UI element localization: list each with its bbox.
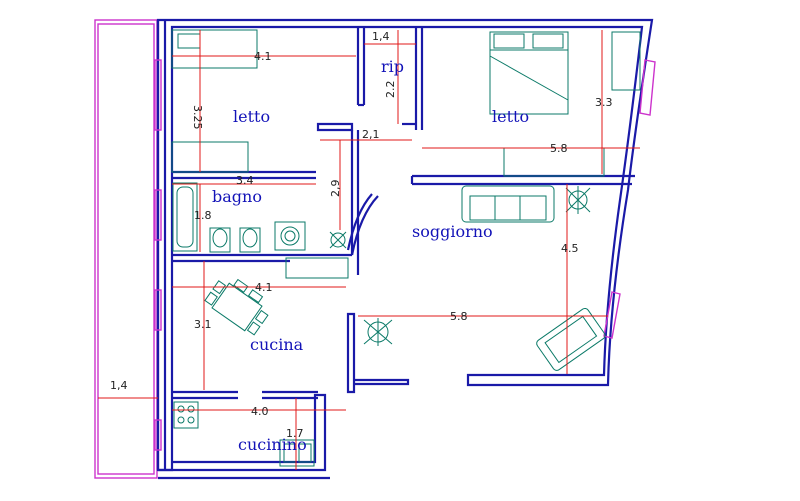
dim-label: 1.8 <box>194 209 212 222</box>
dim-label: 1,4 <box>110 379 128 392</box>
dim-label: 5.8 <box>550 142 568 155</box>
interior-walls <box>172 27 635 400</box>
bidet <box>209 227 231 253</box>
toilet <box>239 227 261 253</box>
room-label-letto-left: letto <box>233 107 270 126</box>
room-label-cucina: cucina <box>250 335 304 354</box>
sink <box>274 221 306 251</box>
plant-icon <box>363 318 393 346</box>
room-label-rip: rip <box>381 57 404 76</box>
bath-cabinet <box>285 257 349 279</box>
stove <box>173 401 199 429</box>
dim-label: 4.1 <box>254 50 272 63</box>
room-label-bagno: bagno <box>212 187 262 206</box>
dim-label: 4.5 <box>561 242 579 255</box>
dining-table <box>204 278 269 336</box>
dim-label: 2,9 <box>329 180 342 198</box>
dimension-lines <box>98 30 640 470</box>
dim-label: 4.0 <box>251 405 269 418</box>
dimension-labels: 4.1 1,4 3.25 2.2 3.3 2,1 5.8 3.4 1.8 2,9… <box>110 30 613 440</box>
dim-label: 3.25 <box>191 105 204 130</box>
bed-right <box>489 31 569 115</box>
exterior-walls <box>154 18 656 480</box>
dresser <box>611 31 641 91</box>
room-labels: letto rip letto bagno soggiorno cucina c… <box>212 57 529 454</box>
balcony <box>94 19 158 479</box>
plant-icon <box>329 231 347 249</box>
dim-label: 3.1 <box>194 318 212 331</box>
kitchen-sink <box>279 439 315 467</box>
dim-label: 2,1 <box>362 128 380 141</box>
dim-label: 1,4 <box>372 30 390 43</box>
dim-label: 5.8 <box>450 310 468 323</box>
furniture <box>171 29 641 467</box>
dim-label: 2.2 <box>384 81 397 99</box>
sofa <box>461 185 555 223</box>
dim-label: 3.3 <box>595 96 613 109</box>
room-label-cucinino: cucinino <box>238 435 307 454</box>
dim-label: 1.7 <box>286 427 304 440</box>
bed-left <box>171 29 258 69</box>
dim-label: 4.1 <box>255 281 273 294</box>
room-label-letto-right: letto <box>492 107 529 126</box>
armchair <box>536 307 606 371</box>
dim-label: 3.4 <box>236 174 254 187</box>
room-label-soggiorno: soggiorno <box>412 222 493 241</box>
wardrobe-left <box>171 141 249 173</box>
bathtub <box>172 182 198 252</box>
plant-icon <box>565 186 591 214</box>
